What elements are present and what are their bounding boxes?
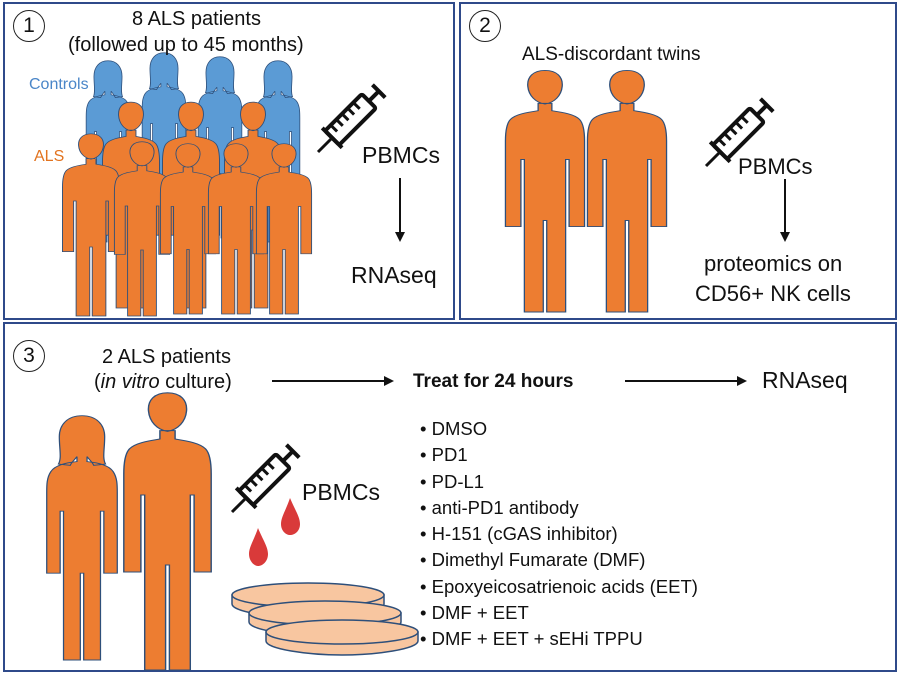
treatment-item: PD-L1 <box>420 469 698 495</box>
als-label: ALS <box>34 148 65 165</box>
treatment-item: DMF + EET <box>420 600 698 626</box>
panel3-title-line1: 2 ALS patients <box>102 346 231 368</box>
panel2-assay-line2: CD56+ NK cells <box>695 281 851 306</box>
panel1-assay: RNAseq <box>351 262 437 288</box>
controls-label: Controls <box>29 76 89 93</box>
panel2-sample: PBMCs <box>738 154 813 179</box>
in-vitro-text: in vitro <box>100 371 160 393</box>
treatment-item: DMSO <box>420 416 698 442</box>
treatment-item: PD1 <box>420 442 698 468</box>
panel3-assay: RNAseq <box>762 367 848 393</box>
treatment-list: DMSO PD1 PD-L1 anti-PD1 antibody H-151 (… <box>420 416 698 653</box>
paren-open: ( <box>94 371 101 393</box>
panel1-title-line2: (followed up to 45 months) <box>68 34 304 56</box>
panel3-sample: PBMCs <box>302 479 380 505</box>
panel2-title: ALS-discordant twins <box>522 44 701 65</box>
panel-number-3: 3 <box>13 340 45 372</box>
panel1-sample: PBMCs <box>362 142 440 168</box>
treatment-item: Epoxyeicosatrienoic acids (EET) <box>420 574 698 600</box>
treatment-item: Dimethyl Fumarate (DMF) <box>420 547 698 573</box>
panel-number-1: 1 <box>13 10 45 42</box>
treat-step: Treat for 24 hours <box>413 371 574 392</box>
treatment-item: DMF + EET + sEHi TPPU <box>420 626 698 652</box>
panel1-title-line1: 8 ALS patients <box>132 8 261 30</box>
title-rest: culture) <box>159 371 232 393</box>
treatment-item: anti-PD1 antibody <box>420 495 698 521</box>
panel3-title-line2: (in vitro culture) <box>94 371 232 394</box>
panel-number-2: 2 <box>469 10 501 42</box>
panel2-assay-line1: proteomics on <box>704 251 843 276</box>
treatment-item: H-151 (cGAS inhibitor) <box>420 521 698 547</box>
